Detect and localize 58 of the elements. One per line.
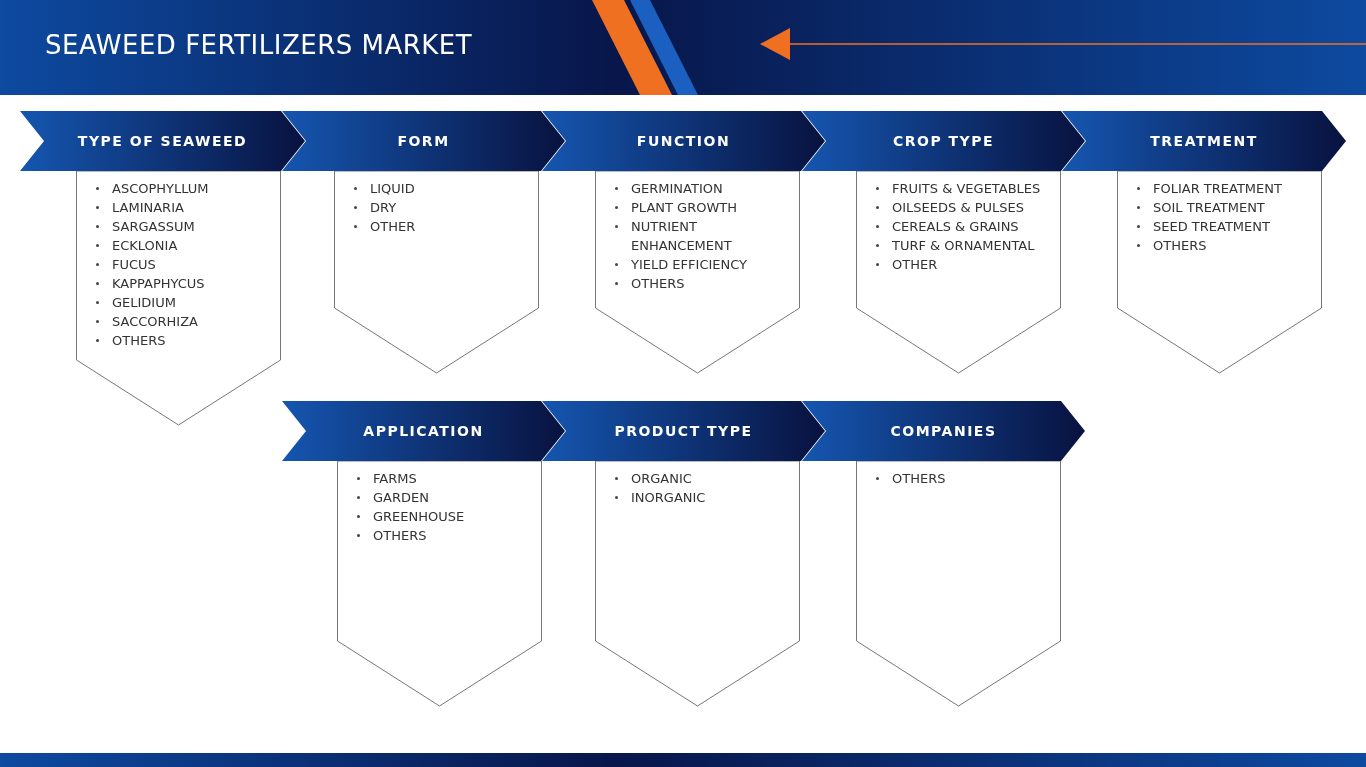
list-item: LAMINARIA bbox=[112, 199, 184, 217]
list-panel bbox=[76, 171, 281, 426]
title: SEAWEED FERTILIZERS MARKET bbox=[45, 30, 473, 60]
list-item: FUCUS bbox=[112, 256, 156, 274]
list-panel bbox=[1117, 171, 1322, 374]
list-item: OTHER bbox=[892, 256, 938, 274]
list-item: ORGANIC bbox=[631, 470, 692, 488]
category-heading: FUNCTION bbox=[636, 133, 731, 149]
category-heading: TREATMENT bbox=[1150, 133, 1258, 149]
list-item: FRUITS & VEGETABLES bbox=[892, 180, 1041, 198]
list-panel bbox=[337, 461, 542, 707]
category-heading: COMPANIES bbox=[890, 423, 997, 439]
list-item: GERMINATION bbox=[631, 180, 723, 198]
list-item: TURF & ORNAMENTAL bbox=[892, 237, 1035, 255]
list-item: OTHERS bbox=[1153, 237, 1207, 255]
list-item: GARDEN bbox=[373, 489, 429, 507]
list-item: SOIL TREATMENT bbox=[1153, 199, 1265, 217]
list-panel bbox=[595, 461, 800, 707]
list-item: OTHERS bbox=[631, 275, 685, 293]
category-heading: TYPE OF SEAWEED bbox=[77, 133, 248, 149]
list-item: FARMS bbox=[373, 470, 417, 488]
category-heading: APPLICATION bbox=[363, 423, 484, 439]
chevron-banner bbox=[20, 111, 305, 171]
chevron-banner bbox=[282, 401, 565, 461]
list-item: PLANT GROWTH bbox=[631, 199, 737, 217]
category-heading: PRODUCT TYPE bbox=[614, 423, 753, 439]
list-item: LIQUID bbox=[370, 180, 415, 198]
list-panel bbox=[334, 171, 539, 374]
list-panel bbox=[856, 461, 1061, 707]
list-item: SEED TREATMENT bbox=[1153, 218, 1270, 236]
category-heading: CROP TYPE bbox=[892, 133, 995, 149]
list-item: NUTRIENT ENHANCEMENT bbox=[631, 218, 733, 255]
list-item: CEREALS & GRAINS bbox=[892, 218, 1019, 236]
list-item: OTHERS bbox=[112, 332, 166, 350]
chevron-banner bbox=[802, 401, 1085, 461]
chevron-banner bbox=[542, 401, 825, 461]
list-item: YIELD EFFICIENCY bbox=[631, 256, 748, 274]
list-item: INORGANIC bbox=[631, 489, 706, 507]
chevron-banner bbox=[282, 111, 565, 171]
list-panel bbox=[856, 171, 1061, 374]
list-item: KAPPAPHYCUS bbox=[112, 275, 205, 293]
list-item: OTHERS bbox=[892, 470, 946, 488]
list-item: GELIDIUM bbox=[112, 294, 176, 312]
chevron-banner bbox=[802, 111, 1085, 171]
list-item: ECKLONIA bbox=[112, 237, 178, 255]
list-item: SACCORHIZA bbox=[112, 313, 198, 331]
list-item: OTHERS bbox=[373, 527, 427, 545]
list-item: ASCOPHYLLUM bbox=[112, 180, 209, 198]
list-item: SARGASSUM bbox=[112, 218, 195, 236]
list-item: DRY bbox=[370, 199, 397, 217]
category-heading: FORM bbox=[397, 133, 450, 149]
chevron-banner bbox=[542, 111, 825, 171]
list-panel bbox=[595, 171, 800, 374]
chevron-banner bbox=[1062, 111, 1346, 171]
list-item: FOLIAR TREATMENT bbox=[1153, 180, 1282, 198]
list-item: GREENHOUSE bbox=[373, 508, 465, 526]
list-item: OILSEEDS & PULSES bbox=[892, 199, 1024, 217]
list-item: OTHER bbox=[370, 218, 416, 236]
